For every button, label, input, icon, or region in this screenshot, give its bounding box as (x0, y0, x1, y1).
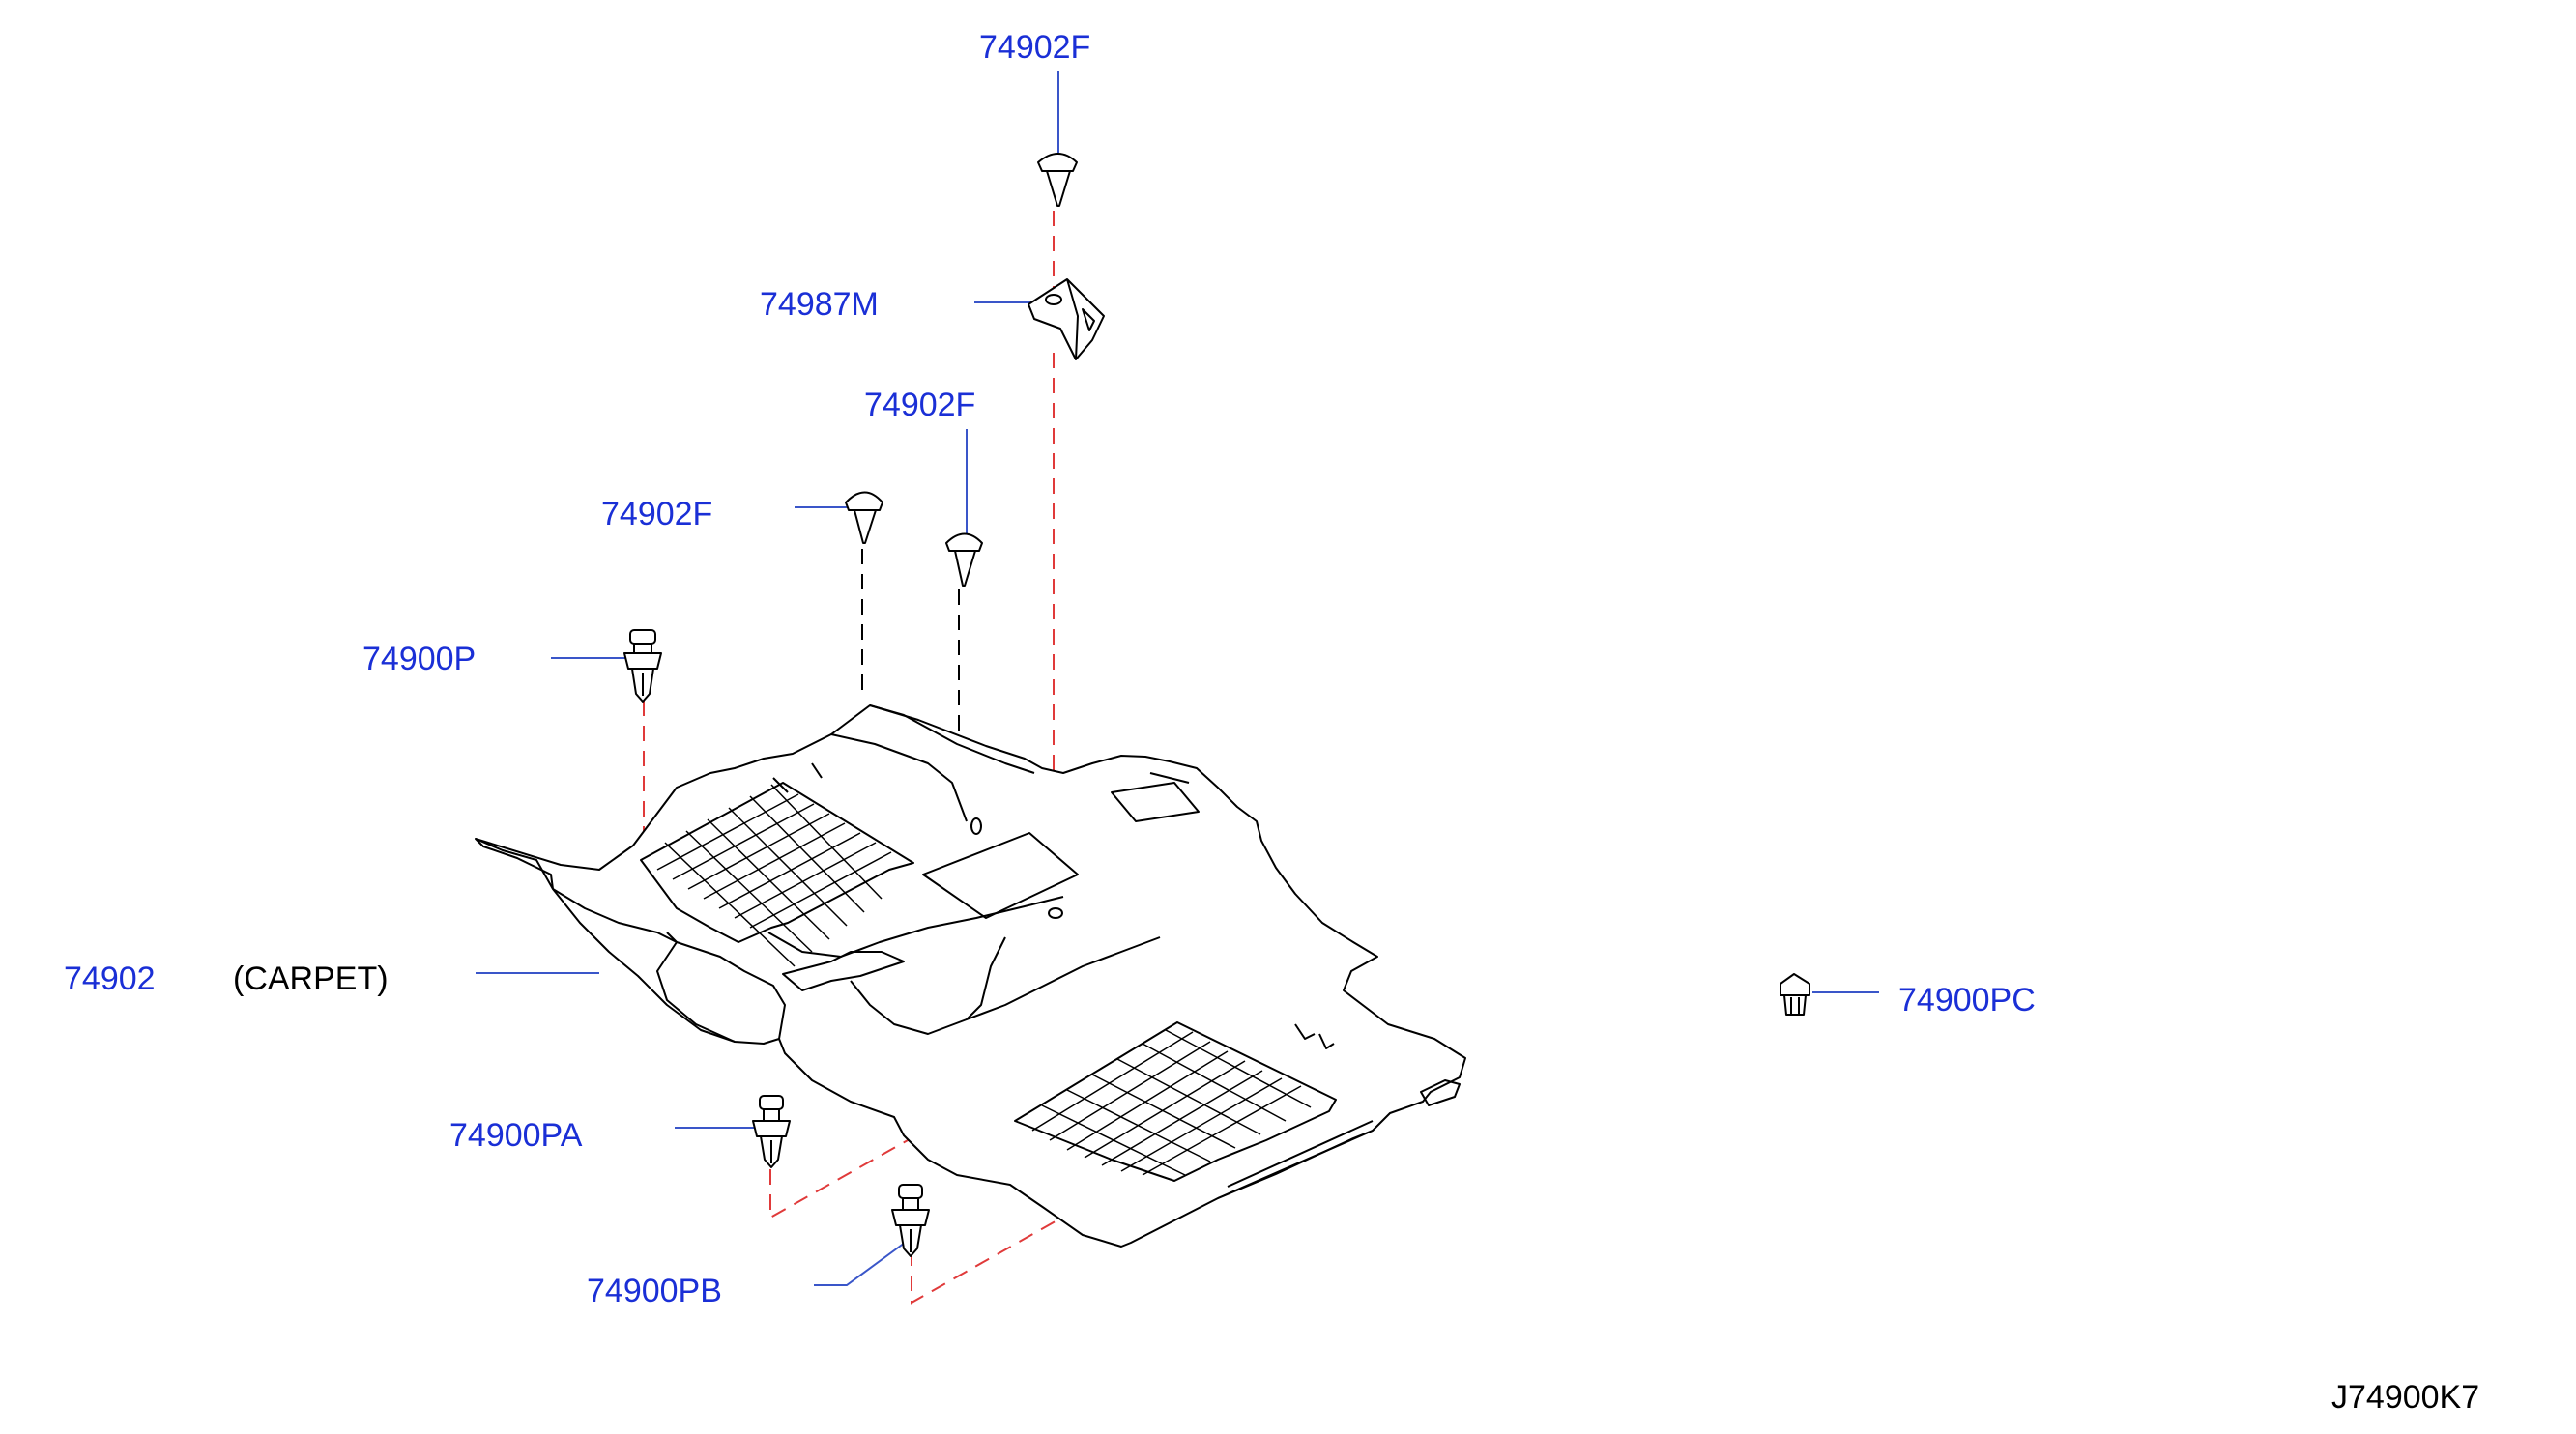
carpet-icon (475, 704, 1466, 1248)
bracket-icon (1028, 278, 1105, 360)
callout-74902F-top: 74902F (979, 29, 1090, 66)
diagram-reference-id: J74900K7 (2331, 1379, 2479, 1416)
callout-74900PA: 74900PA (449, 1117, 583, 1154)
callout-74900PC: 74900PC (1898, 982, 2036, 1018)
callout-74902: 74902 (64, 961, 156, 997)
callout-74902F-left: 74902F (601, 496, 712, 532)
push-clip-icon (1037, 153, 1078, 207)
callout-74987M: 74987M (760, 286, 879, 323)
retainer-clip-icon (1780, 973, 1810, 1016)
push-clip-icon (845, 491, 883, 544)
carpet-description: (CARPET) (233, 961, 389, 997)
leader-lines (476, 71, 1879, 1286)
callout-74900P: 74900P (362, 641, 476, 677)
callout-74900PB: 74900PB (587, 1273, 722, 1309)
retainer-clip-icon (623, 629, 662, 703)
retainer-clip-icon (891, 1184, 930, 1257)
push-clip-icon (945, 532, 983, 587)
retainer-clip-icon (752, 1095, 791, 1168)
callout-74902F-right: 74902F (864, 387, 975, 423)
